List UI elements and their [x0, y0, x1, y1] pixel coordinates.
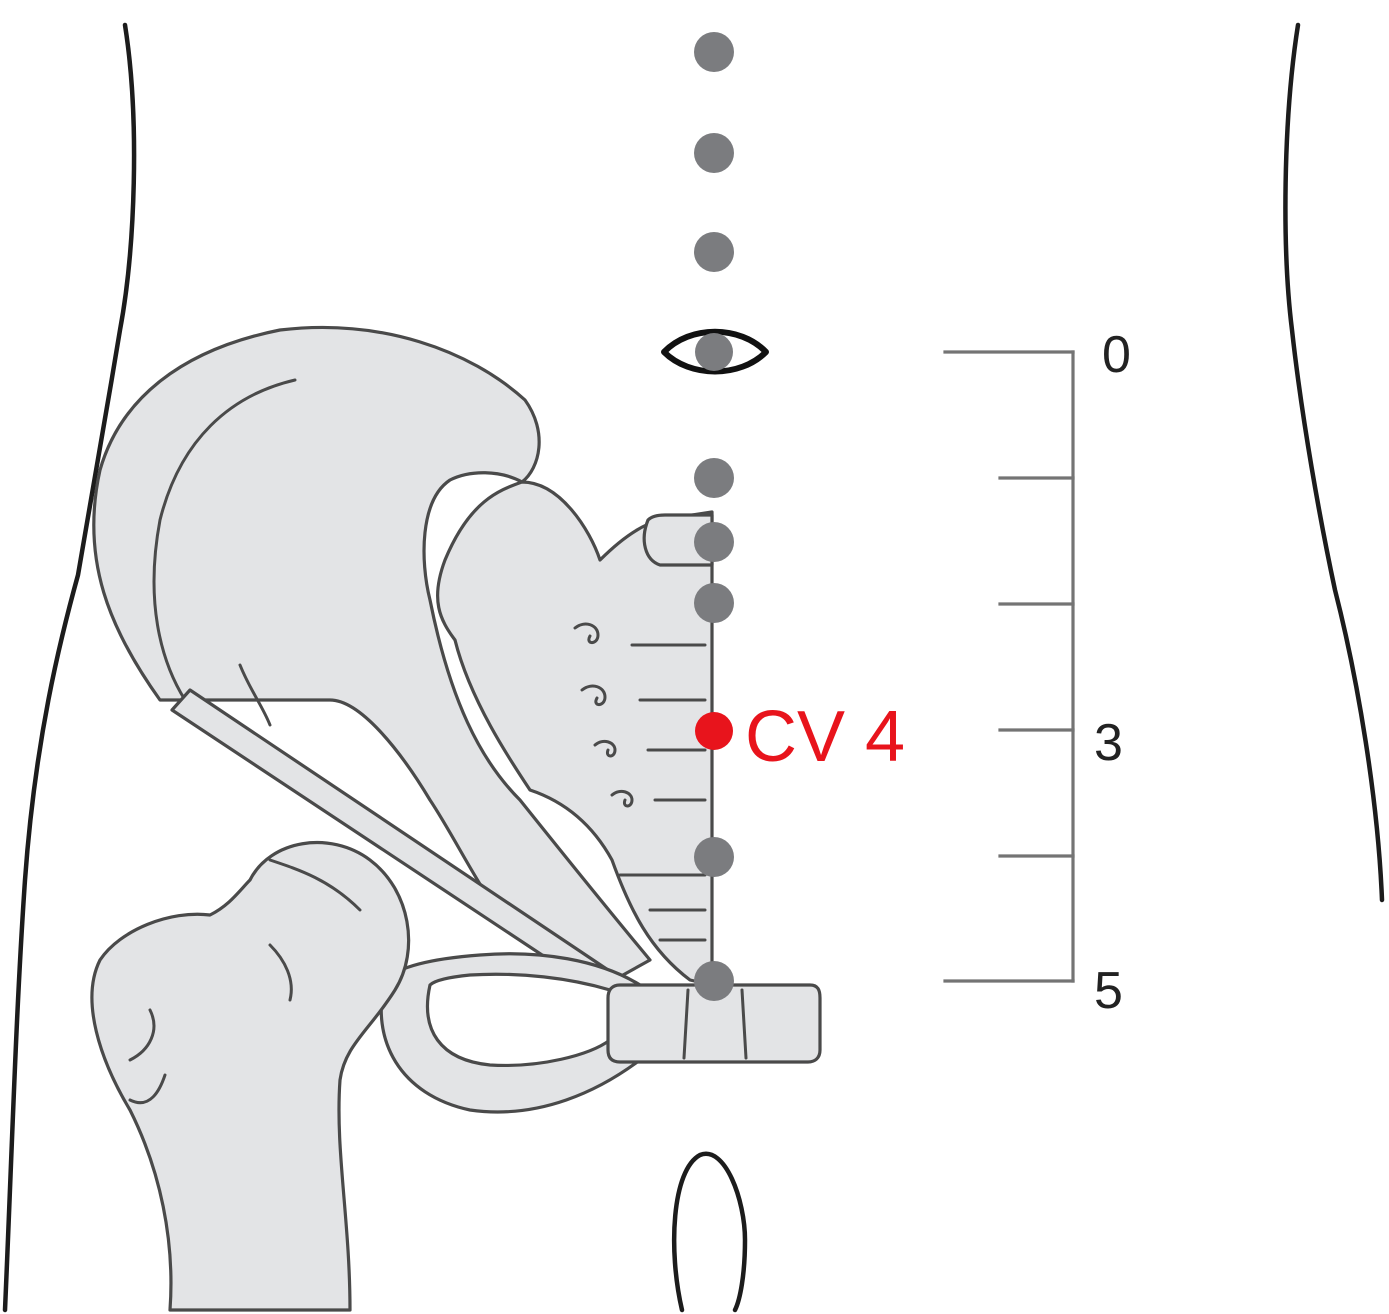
measurement-scale: 0 3 5	[945, 326, 1131, 1020]
femur	[92, 843, 409, 1310]
meridian-point	[694, 133, 734, 173]
genital-outline	[674, 1154, 745, 1310]
cv4-point: CV 4	[695, 697, 905, 777]
meridian-point	[694, 232, 734, 272]
iliac-wing	[94, 327, 712, 985]
right-torso-outline	[1285, 25, 1382, 900]
left-torso-outline	[5, 25, 134, 1310]
obturator-foramen	[428, 974, 611, 1065]
scale-label-0: 0	[1102, 326, 1131, 384]
meridian-point	[694, 961, 734, 1001]
meridian-point	[694, 837, 734, 877]
meridian-point	[694, 583, 734, 623]
meridian-point	[694, 458, 734, 498]
scale-label-5: 5	[1094, 962, 1123, 1020]
cv4-dot	[695, 712, 733, 750]
meridian-point	[694, 32, 734, 72]
meridian-point	[694, 522, 734, 562]
cv4-label: CV 4	[745, 697, 905, 777]
scale-label-3: 3	[1094, 714, 1123, 772]
umbilicus-icon	[664, 332, 766, 372]
